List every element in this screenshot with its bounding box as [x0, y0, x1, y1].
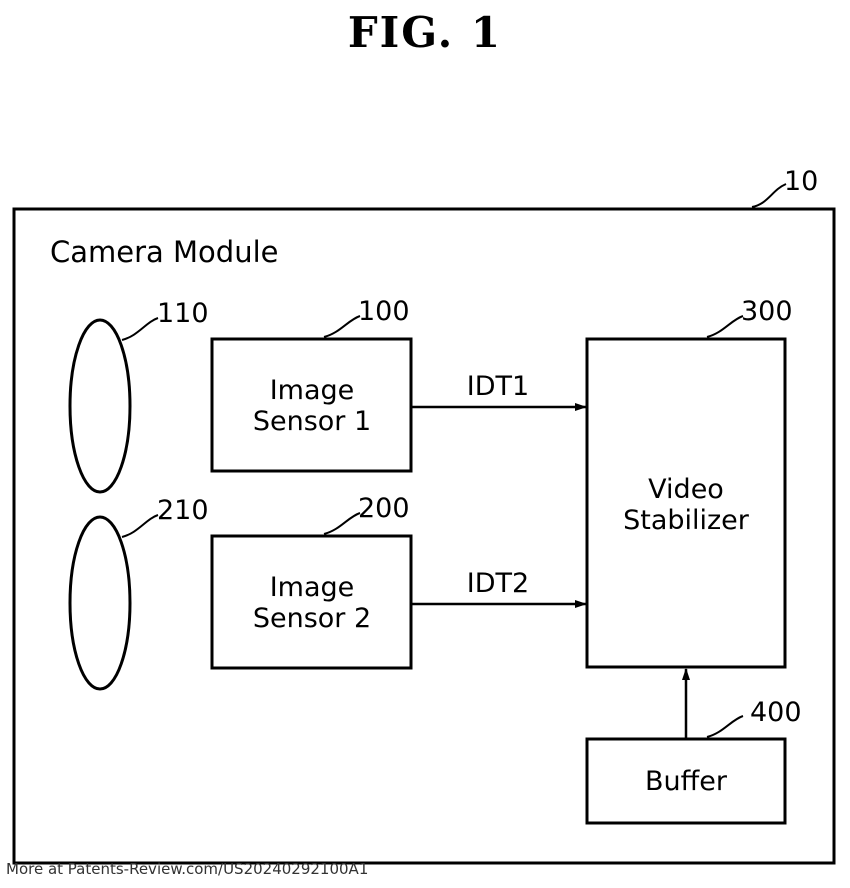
- sensor-1-ref: 100: [358, 296, 410, 327]
- sensor-1-line2: Sensor 1: [253, 406, 371, 437]
- image-sensor-2-box: [210, 534, 413, 670]
- lens-110: [68, 318, 132, 494]
- sensor-2-ref: 200: [358, 493, 410, 524]
- stabilizer-ref: 300: [741, 296, 793, 327]
- lens-210-leader: [121, 514, 159, 538]
- source-footer: More at Patents-Review.com/US20240292100…: [6, 860, 369, 878]
- sensor-2-leader: [323, 512, 361, 535]
- buffer-ref: 400: [750, 697, 802, 728]
- module-ref-leader: [751, 183, 787, 208]
- sensor-1-leader: [323, 315, 361, 338]
- sensor-2-line1: Image: [270, 572, 355, 603]
- lens-210-ref: 210: [157, 495, 209, 526]
- module-ref: 10: [784, 166, 818, 197]
- buffer-label: Buffer: [645, 766, 728, 797]
- buffer-box: [585, 737, 787, 825]
- video-stabilizer-box: [585, 337, 787, 669]
- module-label: Camera Module: [50, 235, 278, 269]
- stabilizer-line2: Stabilizer: [623, 505, 750, 536]
- idt2-label: IDT2: [467, 568, 529, 599]
- lens-110-ref: 110: [157, 298, 209, 329]
- stabilizer-line1: Video: [648, 474, 724, 505]
- sensor-2-line2: Sensor 2: [253, 603, 371, 634]
- stabilizer-leader: [706, 315, 744, 338]
- sensor-1-line1: Image: [270, 375, 355, 406]
- camera-module-frame: [12, 207, 836, 865]
- lens-210: [68, 515, 132, 691]
- figure-title: FIG. 1: [347, 8, 503, 57]
- idt1-label: IDT1: [467, 371, 529, 402]
- lens-110-leader: [121, 317, 159, 341]
- image-sensor-1-box: [210, 337, 413, 473]
- buffer-leader: [706, 715, 744, 738]
